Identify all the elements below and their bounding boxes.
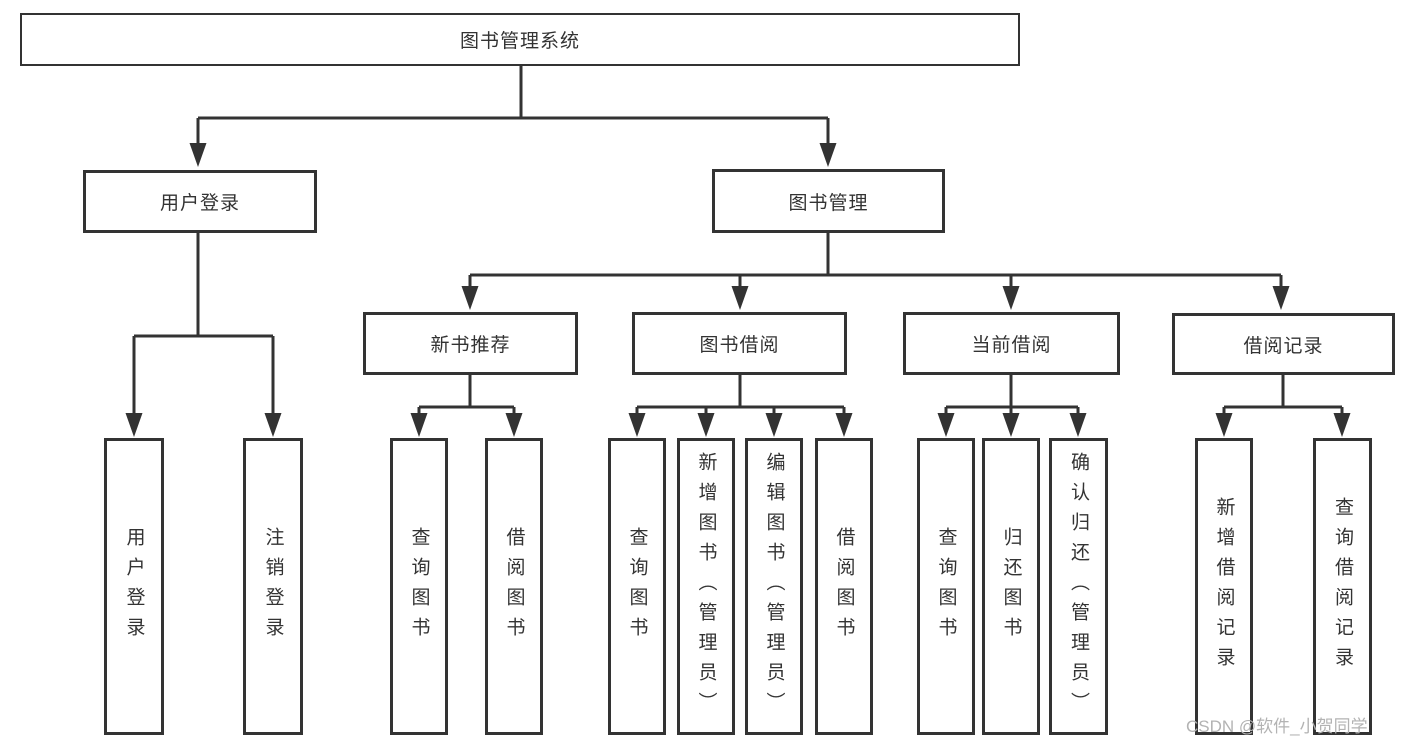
node-root: 图书管理系统 — [20, 13, 1020, 66]
csdn-watermark: CSDN @软件_小贺同学 — [1186, 717, 1368, 736]
arrowheads — [125, 143, 1351, 437]
leaf-add-book-admin-label: 新增图书（管理员） — [695, 451, 717, 722]
leaf-add-borrow-record-label: 新增借阅记录 — [1213, 496, 1235, 677]
leaf-return-books-label: 归还图书 — [1000, 526, 1022, 647]
leaf-borrow-books: 借阅图书 — [815, 438, 873, 735]
leaf-borrow-books-label: 借阅图书 — [833, 526, 855, 647]
leaf-query-books-recommend: 查询图书 — [390, 438, 448, 735]
leaf-query-books-current-label: 查询图书 — [935, 526, 957, 647]
leaf-return-books: 归还图书 — [982, 438, 1040, 735]
leaf-logout: 注销登录 — [243, 438, 303, 735]
leaf-borrow-books-recommend: 借阅图书 — [485, 438, 543, 735]
leaf-add-book-admin: 新增图书（管理员） — [677, 438, 735, 735]
leaf-confirm-return-admin-label: 确认归还（管理员） — [1068, 451, 1089, 722]
node-new-book-recommend: 新书推荐 — [363, 312, 578, 375]
node-book-management: 图书管理 — [712, 169, 945, 233]
node-user-login: 用户登录 — [83, 170, 317, 233]
leaf-borrow-books-recommend-label: 借阅图书 — [503, 526, 525, 647]
leaf-query-books-borrow-label: 查询图书 — [626, 526, 648, 647]
leaf-edit-book-admin-label: 编辑图书（管理员） — [763, 451, 785, 722]
leaf-user-login-label: 用户登录 — [123, 526, 145, 647]
leaf-add-borrow-record: 新增借阅记录 — [1195, 438, 1253, 735]
leaf-logout-label: 注销登录 — [262, 526, 284, 647]
node-book-borrow: 图书借阅 — [632, 312, 847, 375]
node-borrow-record: 借阅记录 — [1172, 313, 1395, 375]
leaf-query-books-borrow: 查询图书 — [608, 438, 666, 735]
leaf-query-books-current: 查询图书 — [917, 438, 975, 735]
leaf-edit-book-admin: 编辑图书（管理员） — [745, 438, 803, 735]
leaf-query-borrow-record-label: 查询借阅记录 — [1332, 496, 1353, 677]
leaf-user-login: 用户登录 — [104, 438, 164, 735]
node-current-borrow: 当前借阅 — [903, 312, 1120, 375]
leaf-query-borrow-record: 查询借阅记录 — [1313, 438, 1372, 735]
leaf-query-books-recommend-label: 查询图书 — [408, 526, 430, 647]
leaf-confirm-return-admin: 确认归还（管理员） — [1049, 438, 1108, 735]
